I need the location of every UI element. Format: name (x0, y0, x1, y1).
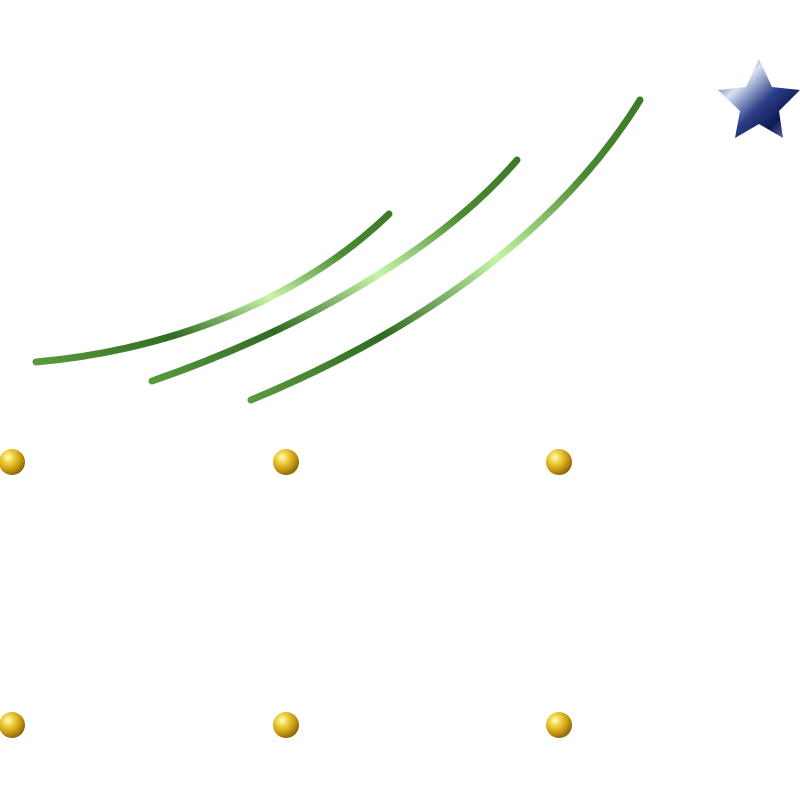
gold-ball-bottom-left (0, 712, 25, 738)
gold-frame (9, 460, 564, 701)
swoosh-streak-1 (32, 210, 393, 366)
swoosh-streak-2 (148, 156, 521, 385)
gold-ball-top-right (546, 449, 572, 475)
gold-ball-bottom-right (546, 712, 572, 738)
gold-ball-nodes (0, 449, 572, 738)
gold-ball-bottom-middle (273, 712, 299, 738)
swoosh-streak-3 (247, 96, 644, 404)
star-icon (718, 59, 800, 138)
gold-ball-top-left (0, 449, 25, 475)
gold-ball-top-middle (273, 449, 299, 475)
swoosh-streaks (32, 96, 644, 404)
